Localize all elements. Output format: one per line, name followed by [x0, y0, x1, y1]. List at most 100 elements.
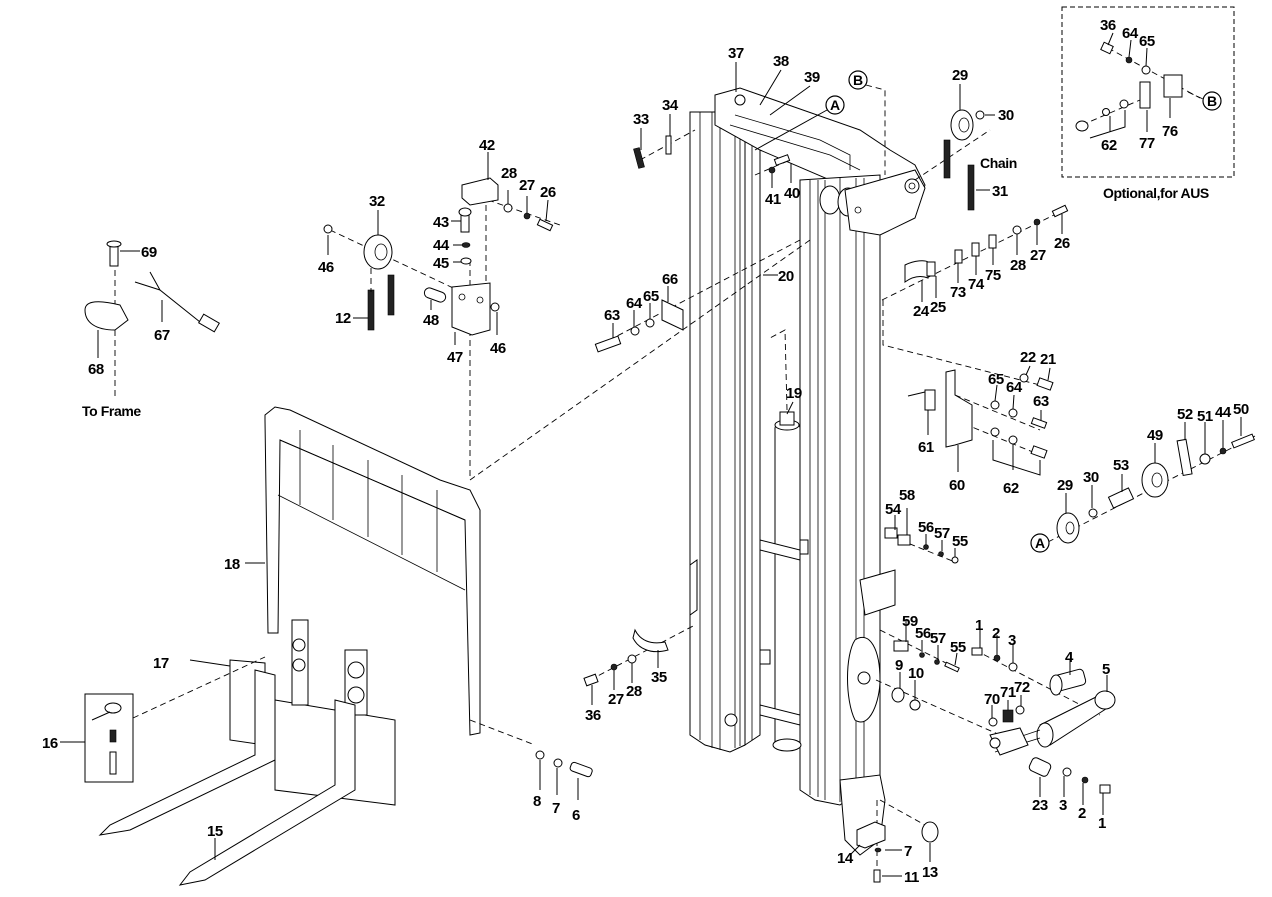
label-76: 76	[1162, 123, 1178, 140]
label-28-upper: 28	[501, 165, 517, 182]
bushing-9	[891, 687, 905, 703]
chain-label: Chain	[980, 155, 1017, 171]
bracket-76	[1163, 74, 1183, 98]
washer-65-mid	[990, 400, 1000, 410]
optional-aus-group: Optional,for AUS B 36 64 65 62 77 76	[1061, 6, 1235, 201]
label-54: 54	[885, 501, 902, 518]
lift-cylinder-19	[774, 424, 801, 746]
ring-10	[909, 699, 921, 711]
sheave-32	[363, 234, 393, 270]
label-26-upper: 26	[540, 184, 556, 201]
label-65-mid: 65	[988, 371, 1004, 388]
label-58: 58	[899, 487, 915, 504]
fork-lock-pin-16	[104, 702, 122, 714]
label-40: 40	[784, 185, 800, 202]
washer-28-upper	[503, 203, 513, 213]
bracket-60	[945, 369, 973, 448]
snap-ring-46-left	[323, 224, 333, 234]
label-69: 69	[141, 244, 157, 261]
tilt-cylinder-group: 59 56 57 55 9 10 1 2 3 4 5 70 71 72 23 3…	[875, 613, 1116, 832]
outer-upright-left	[689, 111, 746, 753]
label-25: 25	[930, 299, 946, 316]
label-64-mid: 64	[1006, 379, 1023, 396]
label-1-upper: 1	[975, 617, 983, 634]
bracket-47	[451, 282, 491, 336]
label-71: 71	[1000, 684, 1016, 701]
washer-51	[1199, 453, 1211, 465]
ref-b-top-text: B	[853, 72, 863, 88]
label-65-upper: 65	[643, 288, 659, 305]
label-17: 17	[153, 655, 169, 672]
label-65: 65	[1139, 33, 1155, 50]
washer-8	[535, 750, 545, 760]
ring-70	[988, 717, 998, 727]
label-9: 9	[895, 657, 903, 674]
label-63-upper: 63	[604, 307, 620, 324]
ref-b-aus	[1202, 91, 1222, 111]
label-3-upper: 3	[1008, 632, 1016, 649]
nut-2-upper	[993, 654, 1001, 662]
label-30-lower: 30	[1083, 469, 1099, 486]
lockwasher-27-upper	[523, 212, 531, 220]
label-62: 62	[1101, 137, 1117, 154]
washer-aus	[1119, 99, 1129, 109]
label-55-lower: 55	[950, 639, 966, 656]
bolt-36-lower	[583, 673, 599, 687]
washer-7-foot	[874, 847, 882, 853]
hose-clamp-group: 36 27 28 35	[583, 624, 696, 724]
bolt-50	[1231, 433, 1255, 449]
label-47: 47	[447, 349, 463, 366]
label-27-upper: 27	[519, 177, 535, 194]
ref-b-aus-text: B	[1207, 93, 1217, 109]
mast-foot-group: 7 11 13 14	[837, 799, 939, 886]
label-26-right: 26	[1054, 235, 1070, 252]
bolt-62-aus	[1075, 120, 1089, 132]
switch-bracket-group: 22 21 65 64 63 61 60 62	[882, 300, 1056, 497]
label-23: 23	[1032, 797, 1048, 814]
sheave-29-top	[950, 109, 974, 141]
lockwasher-7	[553, 758, 563, 768]
washer-3-upper	[1008, 662, 1018, 672]
label-70: 70	[984, 691, 1000, 708]
label-51: 51	[1197, 408, 1213, 425]
bolt-11	[873, 869, 881, 883]
sensor-bracket-upper-group: 54 58 56 57 55	[884, 487, 968, 564]
switch-61	[924, 389, 936, 411]
top-sheave-group: 30 29 Chain 31	[914, 67, 1017, 211]
label-4: 4	[1065, 649, 1074, 666]
label-27-right: 27	[1030, 247, 1046, 264]
optional-box-border	[1061, 6, 1235, 178]
label-44-lower: 44	[1215, 404, 1232, 421]
label-68: 68	[88, 361, 104, 378]
load-backrest-18	[264, 406, 481, 736]
label-67: 67	[154, 327, 170, 344]
washer-65-aus	[1141, 65, 1151, 75]
label-74: 74	[968, 276, 985, 293]
bolt-1-lower	[1099, 784, 1111, 794]
to-frame-label: To Frame	[82, 403, 141, 419]
spring-71	[1002, 709, 1014, 723]
label-20: 20	[778, 268, 794, 285]
plate-25	[926, 261, 936, 277]
plate-52	[1176, 438, 1193, 477]
label-64-upper: 64	[626, 295, 643, 312]
label-1-lower: 1	[1098, 815, 1106, 832]
label-56-upper: 56	[918, 519, 934, 536]
washer-22	[1019, 373, 1029, 383]
label-29-top: 29	[952, 67, 968, 84]
washer-65-upper	[645, 318, 655, 328]
nut-2-lower	[1081, 776, 1089, 784]
lockwasher-57-upper	[938, 551, 944, 557]
label-19: 19	[786, 385, 802, 402]
label-77: 77	[1139, 135, 1155, 152]
washer-56-lower	[919, 652, 925, 658]
fork-left	[98, 669, 276, 836]
plate-75	[988, 234, 997, 249]
fork-15	[178, 699, 356, 886]
label-66: 66	[662, 271, 678, 288]
cap-14	[856, 821, 886, 849]
clamp-35	[632, 628, 669, 653]
pin-6	[569, 761, 593, 778]
harness-67	[149, 271, 201, 323]
chain-anchor-group: 33 34	[633, 97, 696, 169]
